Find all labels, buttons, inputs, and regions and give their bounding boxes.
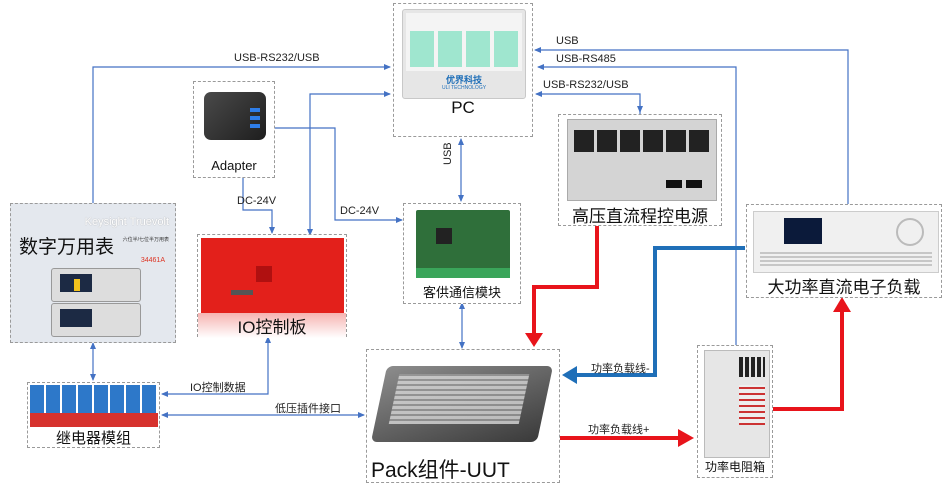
node-io-board[interactable]: IO控制板 — [197, 234, 347, 338]
node-dc-load[interactable]: 大功率直流电子负载 — [746, 204, 942, 298]
edge-label-load-pack: 功率负载线- — [591, 363, 650, 375]
dmm-brand: Keysight Truevolt — [84, 216, 169, 228]
edge-label-pc-hv: USB-RS232/USB — [543, 79, 629, 91]
power-supply-icon — [567, 119, 717, 201]
node-label-hv-supply: 高压直流程控电源 — [572, 207, 708, 226]
node-adapter[interactable]: Adapter — [193, 81, 275, 178]
relay-board — [30, 413, 158, 427]
wire-adapter-comm — [275, 127, 403, 223]
wire-dmm-pc — [92, 64, 391, 205]
wire-load-pack-neg — [575, 246, 745, 377]
node-label-resistor-box: 功率电阻箱 — [704, 460, 765, 474]
relay-icon — [30, 385, 158, 413]
node-pc[interactable]: 优界科技 ULI TECHNOLOGY PC — [393, 3, 533, 137]
wire-io-relay — [161, 336, 271, 397]
dmm-subtitle: 六位半/七位半万用表 — [122, 237, 169, 243]
logo-text: 优界科技 — [445, 75, 482, 85]
node-comm-module[interactable]: 客供通信模块 — [403, 203, 521, 304]
wire-pc-hv — [535, 91, 641, 115]
node-label-dmm: 数字万用表 — [19, 237, 115, 258]
electronic-load-icon — [753, 211, 939, 273]
node-label-io-board: IO控制板 — [198, 313, 346, 338]
edge-label-adapter-comm: DC-24V — [340, 205, 380, 217]
dmm-model: 34461A — [140, 257, 165, 264]
wire-io-pc — [307, 91, 391, 236]
edge-label-load-pc: USB — [556, 35, 579, 47]
edge-label-adapter-io: DC-24V — [237, 195, 277, 207]
circuit-board-icon — [416, 210, 510, 278]
node-label-pc: PC — [451, 98, 475, 117]
node-label-adapter: Adapter — [211, 158, 257, 173]
node-relay[interactable]: 继电器模组 — [27, 382, 160, 448]
wire-resbox-pc — [537, 64, 737, 345]
multimeter-icon — [51, 303, 141, 337]
wire-hv-pack — [532, 226, 599, 335]
node-label-comm-module: 客供通信模块 — [422, 285, 501, 300]
wire-resbox-load — [772, 310, 844, 411]
battery-pack-icon — [370, 366, 554, 442]
edge-label-io-relay: IO控制数据 — [190, 382, 246, 394]
wire-adapter-io — [242, 178, 275, 234]
node-label-pack: Pack组件-UUT — [371, 459, 510, 482]
edge-label-dmm-pc: USB-RS232/USB — [234, 52, 320, 64]
edge-label-relay-pack: 低压插件接口 — [275, 403, 341, 415]
resistor-cabinet-icon — [704, 350, 770, 458]
logo-subtext: ULI TECHNOLOGY — [441, 85, 487, 91]
node-hv-supply[interactable]: 高压直流程控电源 — [558, 114, 722, 226]
adapter-icon — [204, 92, 266, 140]
edge-label-pc-comm: USB — [442, 142, 454, 165]
node-resistor-box[interactable]: 功率电阻箱 — [697, 345, 773, 478]
node-pack[interactable]: Pack组件-UUT — [366, 349, 560, 483]
node-label-dc-load: 大功率直流电子负载 — [767, 278, 921, 297]
monitor-icon: 优界科技 ULI TECHNOLOGY — [402, 9, 526, 99]
wire-load-pc — [534, 47, 849, 205]
node-dmm[interactable]: Keysight Truevolt 数字万用表 六位半/七位半万用表 34461… — [10, 203, 176, 343]
circuit-board-icon — [201, 238, 344, 314]
edge-label-pack-resbox: 功率负载线+ — [588, 424, 650, 436]
multimeter-icon — [51, 268, 141, 302]
edge-label-resbox-pc: USB-RS485 — [556, 53, 616, 65]
node-label-relay: 继电器模组 — [55, 430, 131, 447]
